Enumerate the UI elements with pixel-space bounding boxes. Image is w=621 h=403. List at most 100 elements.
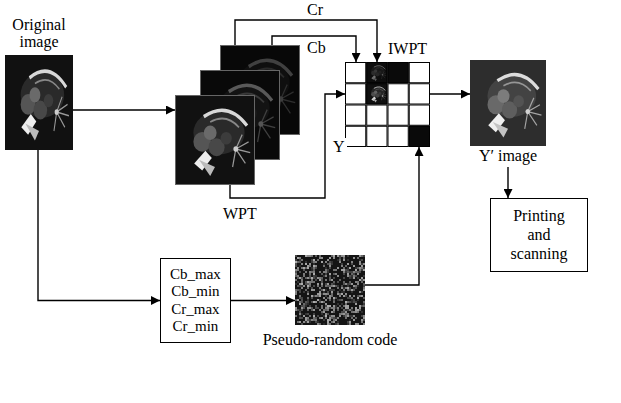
noise-pixel	[337, 307, 339, 309]
connector-arrow	[365, 147, 419, 285]
noise-pixel	[343, 269, 345, 271]
grid-line	[346, 84, 366, 104]
noise-pixel	[343, 283, 345, 285]
noise-pixel	[333, 285, 335, 287]
noise-pixel	[329, 275, 331, 277]
noise-pixel	[301, 287, 303, 289]
noise-pixel	[317, 283, 319, 285]
noise-pixel	[295, 307, 297, 309]
noise-pixel	[321, 307, 323, 309]
noise-pixel	[363, 283, 365, 285]
noise-pixel	[319, 257, 321, 259]
noise-pixel	[345, 295, 347, 297]
noise-pixel	[363, 287, 365, 289]
photo-image	[470, 60, 546, 146]
noise-pixel	[359, 291, 361, 293]
grid-line	[409, 63, 429, 83]
noise-pixel	[307, 303, 309, 305]
noise-pixel	[347, 323, 349, 325]
noise-pixel	[363, 269, 365, 271]
noise-pixel	[329, 285, 331, 287]
node-text: Printing and scanning	[500, 206, 578, 264]
noise-pixel	[313, 271, 315, 273]
noise-pixel	[347, 313, 349, 315]
noise-pixel	[303, 321, 305, 323]
noise-pixel	[329, 279, 331, 281]
noise-pixel	[345, 307, 347, 309]
photo	[5, 55, 73, 150]
noise-pixel	[309, 275, 311, 277]
noise-pixel	[359, 255, 361, 257]
noise-pixel	[317, 293, 319, 295]
noise-pixel	[313, 309, 315, 311]
noise-pixel	[327, 309, 329, 311]
node-text: Original image	[5, 16, 73, 51]
noise-pixel	[331, 289, 333, 291]
noise-pixel	[331, 261, 333, 263]
noise-pixel	[337, 303, 339, 305]
grid-node: IWPT	[345, 62, 430, 147]
noise-pixel	[333, 283, 335, 285]
noise-pixel	[349, 315, 351, 317]
noise-pixel	[361, 321, 363, 323]
noise-pixel	[297, 275, 299, 277]
grid-cell	[409, 83, 430, 104]
noise-pixel	[339, 295, 341, 297]
noise-pixel	[329, 297, 331, 299]
component-stack	[175, 45, 300, 185]
noise-pixel	[309, 315, 311, 317]
noise-pixel	[337, 275, 339, 277]
layer-ground	[175, 95, 255, 185]
noise-pixel	[311, 287, 313, 289]
noise-pixel	[333, 317, 335, 319]
noise-pixel	[363, 263, 365, 265]
noise-pixel	[341, 269, 343, 271]
noise-pixel	[361, 265, 363, 267]
noise-pixel	[297, 321, 299, 323]
noise-pixel	[333, 269, 335, 271]
noise-pixel	[321, 313, 323, 315]
noise-pixel	[351, 275, 353, 277]
noise-pixel	[331, 263, 333, 265]
noise-pixel	[333, 301, 335, 303]
noise-pixel	[311, 255, 313, 257]
noise-pixel	[349, 297, 351, 299]
noise-pixel	[361, 277, 363, 279]
noise-pixel	[295, 263, 297, 265]
noise-pixel	[329, 257, 331, 259]
grid-line	[409, 105, 429, 125]
noise-pixel	[297, 257, 299, 259]
noise-pixel	[363, 275, 365, 277]
noise-pixel	[343, 267, 345, 269]
noise-pixel	[325, 303, 327, 305]
noise-pixel	[333, 297, 335, 299]
noise-pixel	[331, 311, 333, 313]
photo-image	[5, 55, 73, 150]
noise-pixel	[319, 301, 321, 303]
noise-pixel	[313, 263, 315, 265]
noise-pixel	[299, 291, 301, 293]
noise-pixel	[299, 311, 301, 313]
noise-pixel	[299, 295, 301, 297]
noise-pixel	[353, 265, 355, 267]
noise-pixel	[347, 273, 349, 275]
grid-line	[388, 84, 408, 104]
noise-pixel	[361, 305, 363, 307]
noise-pixel	[351, 283, 353, 285]
noise-pixel	[361, 319, 363, 321]
noise-pixel	[307, 297, 309, 299]
noise-pixel	[333, 299, 335, 301]
noise-pixel	[359, 261, 361, 263]
noise-pixel	[343, 305, 345, 307]
noise-pixel	[299, 259, 301, 261]
noise-pixel	[323, 301, 325, 303]
noise-pixel	[299, 289, 301, 291]
noise-pixel	[307, 309, 309, 311]
noise-pixel	[333, 321, 335, 323]
noise-pixel	[325, 275, 327, 277]
noise-pixel	[305, 319, 307, 321]
noise-pixel	[307, 301, 309, 303]
noise-pixel	[357, 311, 359, 313]
noise-pixel	[329, 319, 331, 321]
noise-pixel	[329, 317, 331, 319]
